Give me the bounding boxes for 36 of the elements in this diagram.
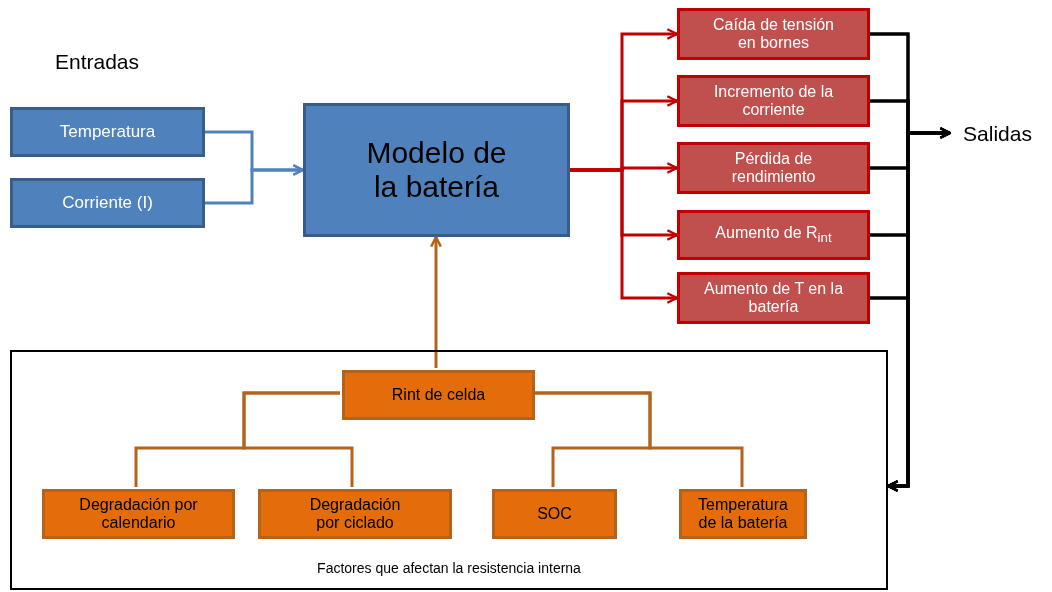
connector-line — [533, 391, 744, 487]
connector-line — [242, 391, 354, 487]
box-label: Incremento de la corriente — [712, 82, 835, 120]
output-box — [677, 272, 870, 324]
factor-box — [258, 489, 452, 539]
output-box — [677, 75, 870, 127]
output-label: Salidas — [963, 121, 1032, 147]
arrow — [430, 235, 442, 368]
box-label: Caída de tensión en bornes — [712, 15, 835, 53]
box-label: Corriente (I) — [61, 193, 154, 213]
factors-frame — [10, 350, 888, 590]
box-label: Rint de celda — [390, 385, 487, 405]
arrow — [570, 168, 679, 304]
factor-box — [342, 370, 535, 420]
box-label: SOC — [536, 504, 573, 524]
output-box — [677, 142, 870, 194]
section-heading: Entradas — [55, 50, 140, 74]
input-box — [10, 107, 205, 157]
output-box — [677, 8, 870, 60]
box-label: Aumento de R$_{int}$ — [714, 224, 833, 246]
model-box — [303, 103, 570, 237]
input-box — [10, 178, 205, 228]
box-label: Degradación por ciclado — [308, 495, 402, 533]
box-label: Degradación por calendario — [78, 495, 199, 533]
box-label: Aumento de T en la batería — [702, 279, 845, 317]
box-label: Temperatura de la batería — [697, 495, 789, 533]
arrow — [205, 164, 305, 205]
arrow — [870, 296, 910, 492]
factor-box — [42, 489, 235, 539]
box-label: Modelo de la batería — [365, 135, 508, 205]
output-box — [677, 210, 870, 260]
factor-box — [492, 489, 617, 539]
box-label: Temperatura — [58, 122, 157, 142]
factor-box — [679, 489, 807, 539]
box-label: Pérdida de rendimiento — [730, 149, 817, 187]
frame-caption: Factores que afectan la resistencia interna — [316, 559, 582, 576]
